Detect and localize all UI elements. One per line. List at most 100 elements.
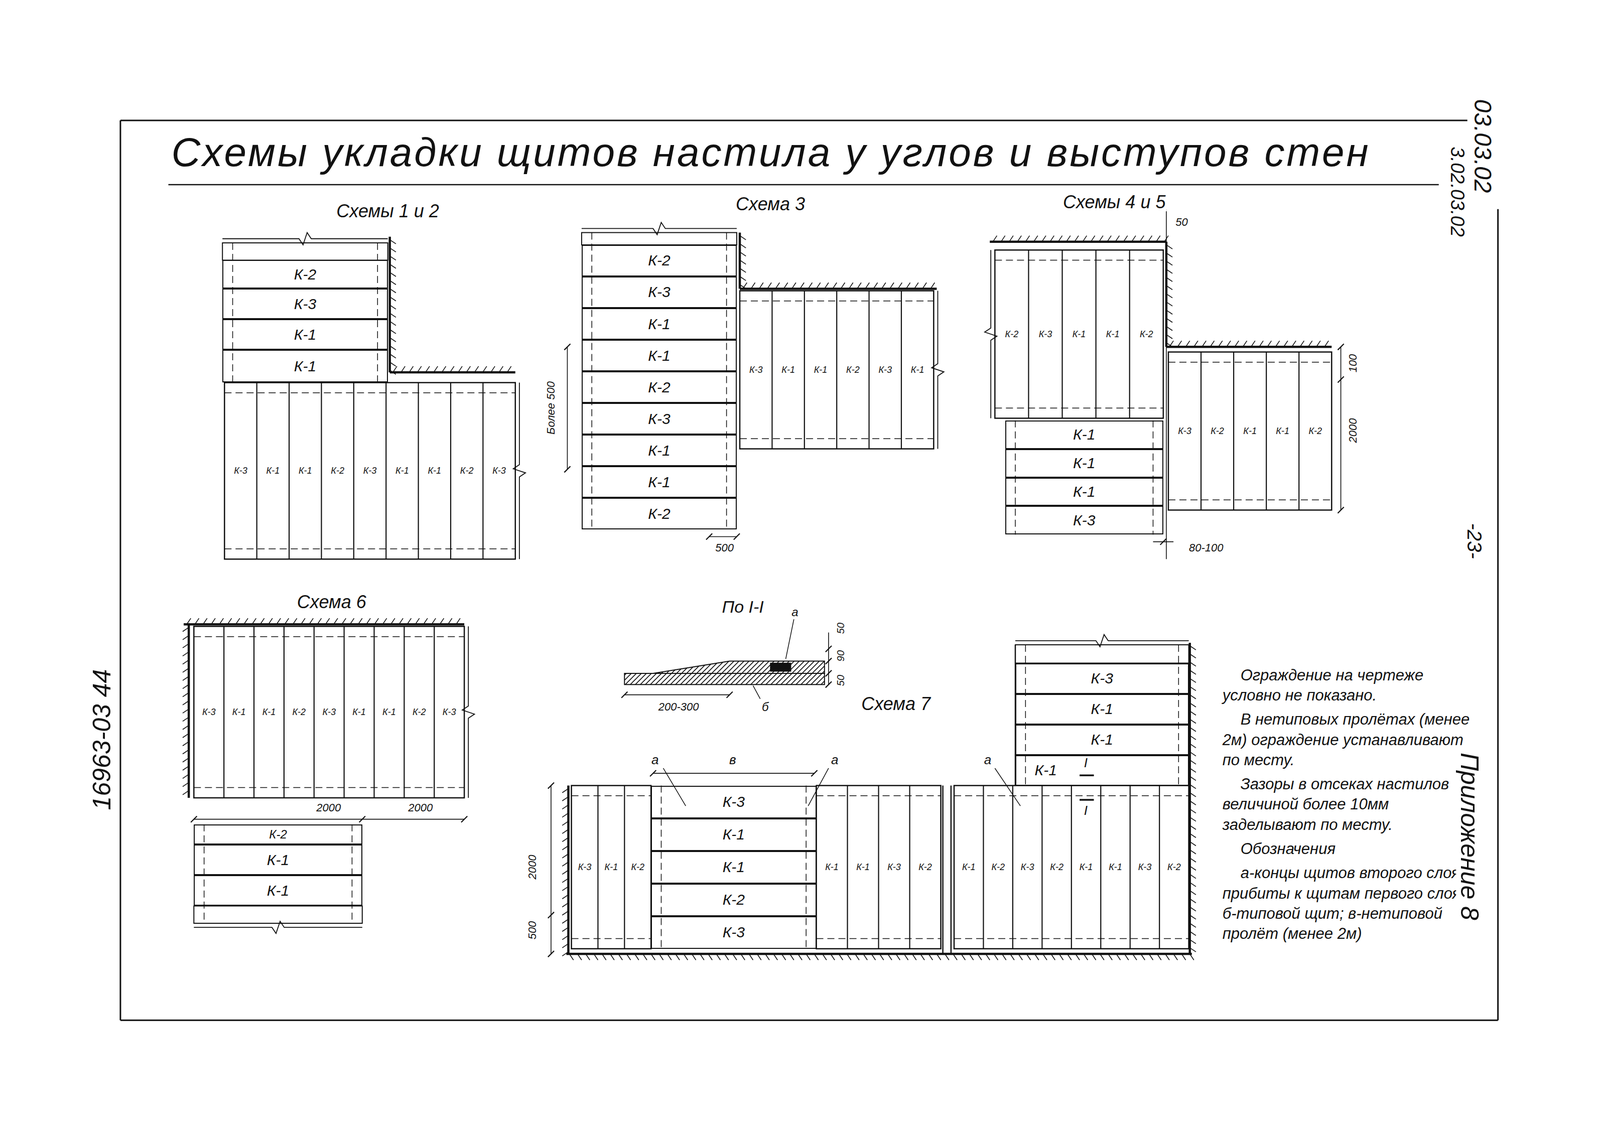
floor-panel: К-1 xyxy=(1005,449,1164,478)
panel-mark: К-2 xyxy=(294,267,317,283)
drawing-line xyxy=(1165,209,1167,242)
panel-mark: К-2 xyxy=(459,466,475,476)
drawing-line xyxy=(1166,345,1332,349)
dimension-label: 2000 xyxy=(407,802,434,815)
panel-mark: К-3 xyxy=(886,862,902,873)
drawing-line xyxy=(571,795,652,797)
wall-hatch xyxy=(1189,645,1196,953)
drawing-line xyxy=(828,632,830,686)
panel-mark: К-1 xyxy=(381,707,397,718)
wall-hatch xyxy=(182,627,189,795)
drawing-line xyxy=(564,343,571,350)
panel-mark: К-2 xyxy=(269,828,287,841)
drawing-line xyxy=(805,785,807,950)
panel-mark: К-2 xyxy=(1048,862,1065,873)
drawing-line xyxy=(954,795,1189,797)
drawing-line xyxy=(288,382,290,560)
drawing-line xyxy=(119,120,121,1021)
break-line xyxy=(462,626,475,798)
dimension-label: I xyxy=(1083,804,1089,819)
floor-panel: К-2 xyxy=(650,883,817,917)
section-layer xyxy=(652,660,825,674)
panel-mark: К-3 xyxy=(1176,426,1193,437)
drawing-line xyxy=(232,242,234,383)
drawing-line xyxy=(709,536,737,538)
drawing-line xyxy=(739,438,934,440)
drawing-line xyxy=(193,819,465,821)
drawing-line xyxy=(359,816,366,823)
break-line xyxy=(984,249,997,419)
floor-panel: К-1 xyxy=(581,466,737,498)
panel-mark: К-2 xyxy=(629,862,646,873)
panel-mark: К-1 xyxy=(909,365,926,375)
note-text: В нетиповых пролётах (менее 2м) огражден… xyxy=(1222,709,1473,771)
floor-panel: К-1 xyxy=(222,349,388,383)
panel-mark: К-2 xyxy=(329,466,346,476)
panel-mark: К-1 xyxy=(297,466,314,476)
dimension-label: 500 xyxy=(526,920,539,942)
wall-hatch xyxy=(739,235,746,290)
scheme-title: По I-I xyxy=(721,598,765,617)
floor-panel: К-1 xyxy=(1015,694,1189,725)
panel-mark: К-1 xyxy=(1091,701,1114,717)
drawing-line xyxy=(564,466,571,473)
drawing-line xyxy=(660,785,662,950)
drawing-line xyxy=(571,938,652,940)
drawing-line xyxy=(950,785,953,955)
panel-mark: К-3 xyxy=(232,466,249,476)
scheme-title: Схема 7 xyxy=(860,694,932,714)
drawing-line xyxy=(1061,249,1063,419)
drawing-line xyxy=(1200,351,1202,510)
drawing-line xyxy=(908,785,910,950)
drawing-line xyxy=(377,242,379,383)
drawing-line xyxy=(120,119,1468,121)
break-line xyxy=(193,921,362,934)
drawing-line xyxy=(825,645,832,652)
drawing-line xyxy=(739,287,937,291)
drawing-line xyxy=(461,816,468,823)
panel-mark: К-1 xyxy=(294,327,317,343)
drawing-line xyxy=(313,626,315,798)
panel-mark: К-1 xyxy=(1105,329,1121,339)
drawing-line xyxy=(994,259,1163,261)
drawing-line xyxy=(183,623,465,626)
panel-mark: К-1 xyxy=(855,862,871,873)
drawing-line xyxy=(868,290,870,449)
panel-mark: К-1 xyxy=(267,883,290,899)
floor-panel: К-1 xyxy=(1015,724,1189,756)
note-text: а-концы щитов второго слоя прибиты к щит… xyxy=(1222,863,1473,945)
drawing-line xyxy=(253,626,255,798)
panel-outline xyxy=(1015,644,1189,664)
dimension-label: 80-100 xyxy=(1187,542,1225,554)
drawing-line xyxy=(320,382,322,560)
panel-outline xyxy=(739,290,934,449)
dimension-label: 90 xyxy=(835,649,847,663)
dimension-label: 2000 xyxy=(1347,417,1359,445)
floor-panel: К-2 xyxy=(222,259,388,289)
dimension-label: Приложение 8 xyxy=(1456,751,1484,922)
panel-outline xyxy=(770,663,791,672)
panel-mark: К-3 xyxy=(577,862,593,873)
panel-outline xyxy=(224,382,515,560)
panel-mark: К-1 xyxy=(813,365,829,375)
panel-mark: К-1 xyxy=(394,466,411,476)
floor-panel: К-3 xyxy=(650,785,817,819)
dimension-label: 3.02.03.02 xyxy=(1446,145,1468,238)
panel-mark: К-1 xyxy=(1073,484,1096,500)
panel-mark: К-2 xyxy=(647,252,671,269)
drawing-line xyxy=(187,624,191,798)
drawing-line xyxy=(567,785,570,955)
floor-panel: К-1 xyxy=(581,308,737,340)
panel-mark: К-3 xyxy=(877,365,893,375)
floor-panel: К-1 xyxy=(1005,477,1164,507)
drawing-line xyxy=(168,184,1439,186)
panel-outline xyxy=(624,673,825,685)
drawing-line xyxy=(982,785,984,950)
drawing-line xyxy=(733,533,740,540)
wall-hatch xyxy=(742,282,935,289)
floor-panel: К-1 xyxy=(193,875,362,906)
drawing-line xyxy=(548,951,555,958)
panel-mark: К-1 xyxy=(261,707,278,718)
drawing-line xyxy=(1158,785,1160,950)
